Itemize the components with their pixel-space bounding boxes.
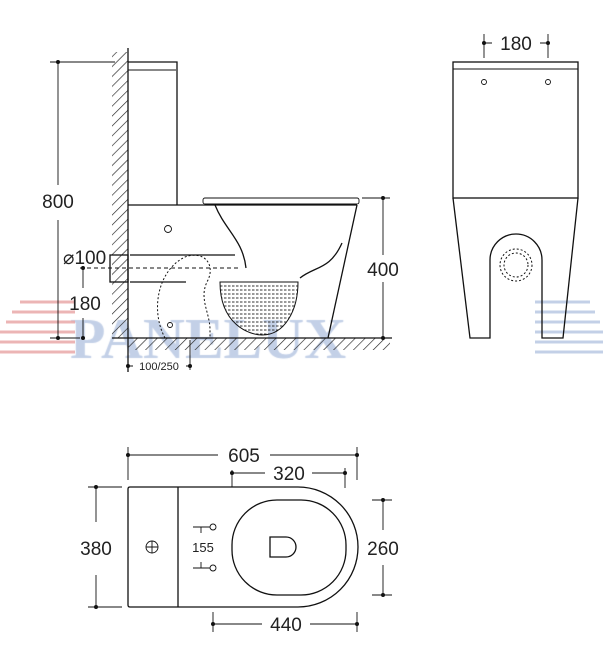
top-outline bbox=[127, 486, 359, 608]
fixing-hole-top bbox=[209, 523, 217, 531]
dim-260: 260 bbox=[367, 539, 399, 560]
side-hole bbox=[164, 225, 172, 233]
dim-180-front: 180 bbox=[500, 34, 532, 55]
trap-curve-front bbox=[299, 242, 343, 279]
outlet-pipe bbox=[130, 254, 235, 283]
dim-605: 605 bbox=[228, 446, 260, 467]
floor-hatch bbox=[128, 338, 390, 350]
fixing-hole-bottom bbox=[209, 564, 217, 572]
floor-outlet-dotted bbox=[157, 254, 211, 339]
side-view: 800 400 180 ⌀100 100/250 bbox=[42, 48, 399, 373]
dim-180-front-lines bbox=[483, 34, 549, 58]
top-view: 155 605 320 380 260 440 bbox=[80, 446, 399, 636]
tank-side bbox=[128, 61, 178, 205]
bowl-outer bbox=[327, 204, 358, 339]
button-hole-right bbox=[545, 79, 551, 85]
dim-380: 380 bbox=[80, 539, 112, 560]
dim-100-250: 100/250 bbox=[139, 361, 179, 373]
front-view: 180 bbox=[452, 34, 579, 339]
watermark bbox=[0, 300, 603, 354]
dim-400: 400 bbox=[367, 260, 399, 281]
dim-320: 320 bbox=[273, 464, 305, 485]
seat-opening bbox=[231, 499, 347, 596]
water-area bbox=[219, 281, 299, 336]
front-body bbox=[452, 197, 579, 339]
dim-320-lines bbox=[231, 468, 346, 488]
watermark-stripes-right bbox=[535, 300, 603, 354]
front-outlet-inner bbox=[503, 252, 529, 278]
seat bbox=[202, 197, 360, 205]
watermark-stripes-left bbox=[0, 300, 75, 354]
hinge-d-shape bbox=[269, 536, 297, 558]
dim-180-outlet: 180 bbox=[69, 294, 101, 315]
dim-800: 800 bbox=[42, 192, 74, 213]
floor-fixing bbox=[167, 322, 173, 328]
dim-800-lines bbox=[50, 61, 115, 339]
dim-605-lines bbox=[127, 447, 358, 480]
wall-hatch bbox=[112, 52, 128, 338]
dim-380-lines bbox=[88, 486, 122, 608]
dim-440: 440 bbox=[270, 615, 302, 636]
dim-400-lines bbox=[362, 197, 390, 338]
dim-155: 155 bbox=[192, 540, 214, 555]
trap-curve bbox=[214, 204, 247, 269]
front-outlet-outer bbox=[499, 248, 533, 282]
dim-diameter-100: ⌀100 bbox=[63, 248, 106, 269]
front-tank bbox=[452, 61, 579, 199]
button-hole-left bbox=[481, 79, 487, 85]
